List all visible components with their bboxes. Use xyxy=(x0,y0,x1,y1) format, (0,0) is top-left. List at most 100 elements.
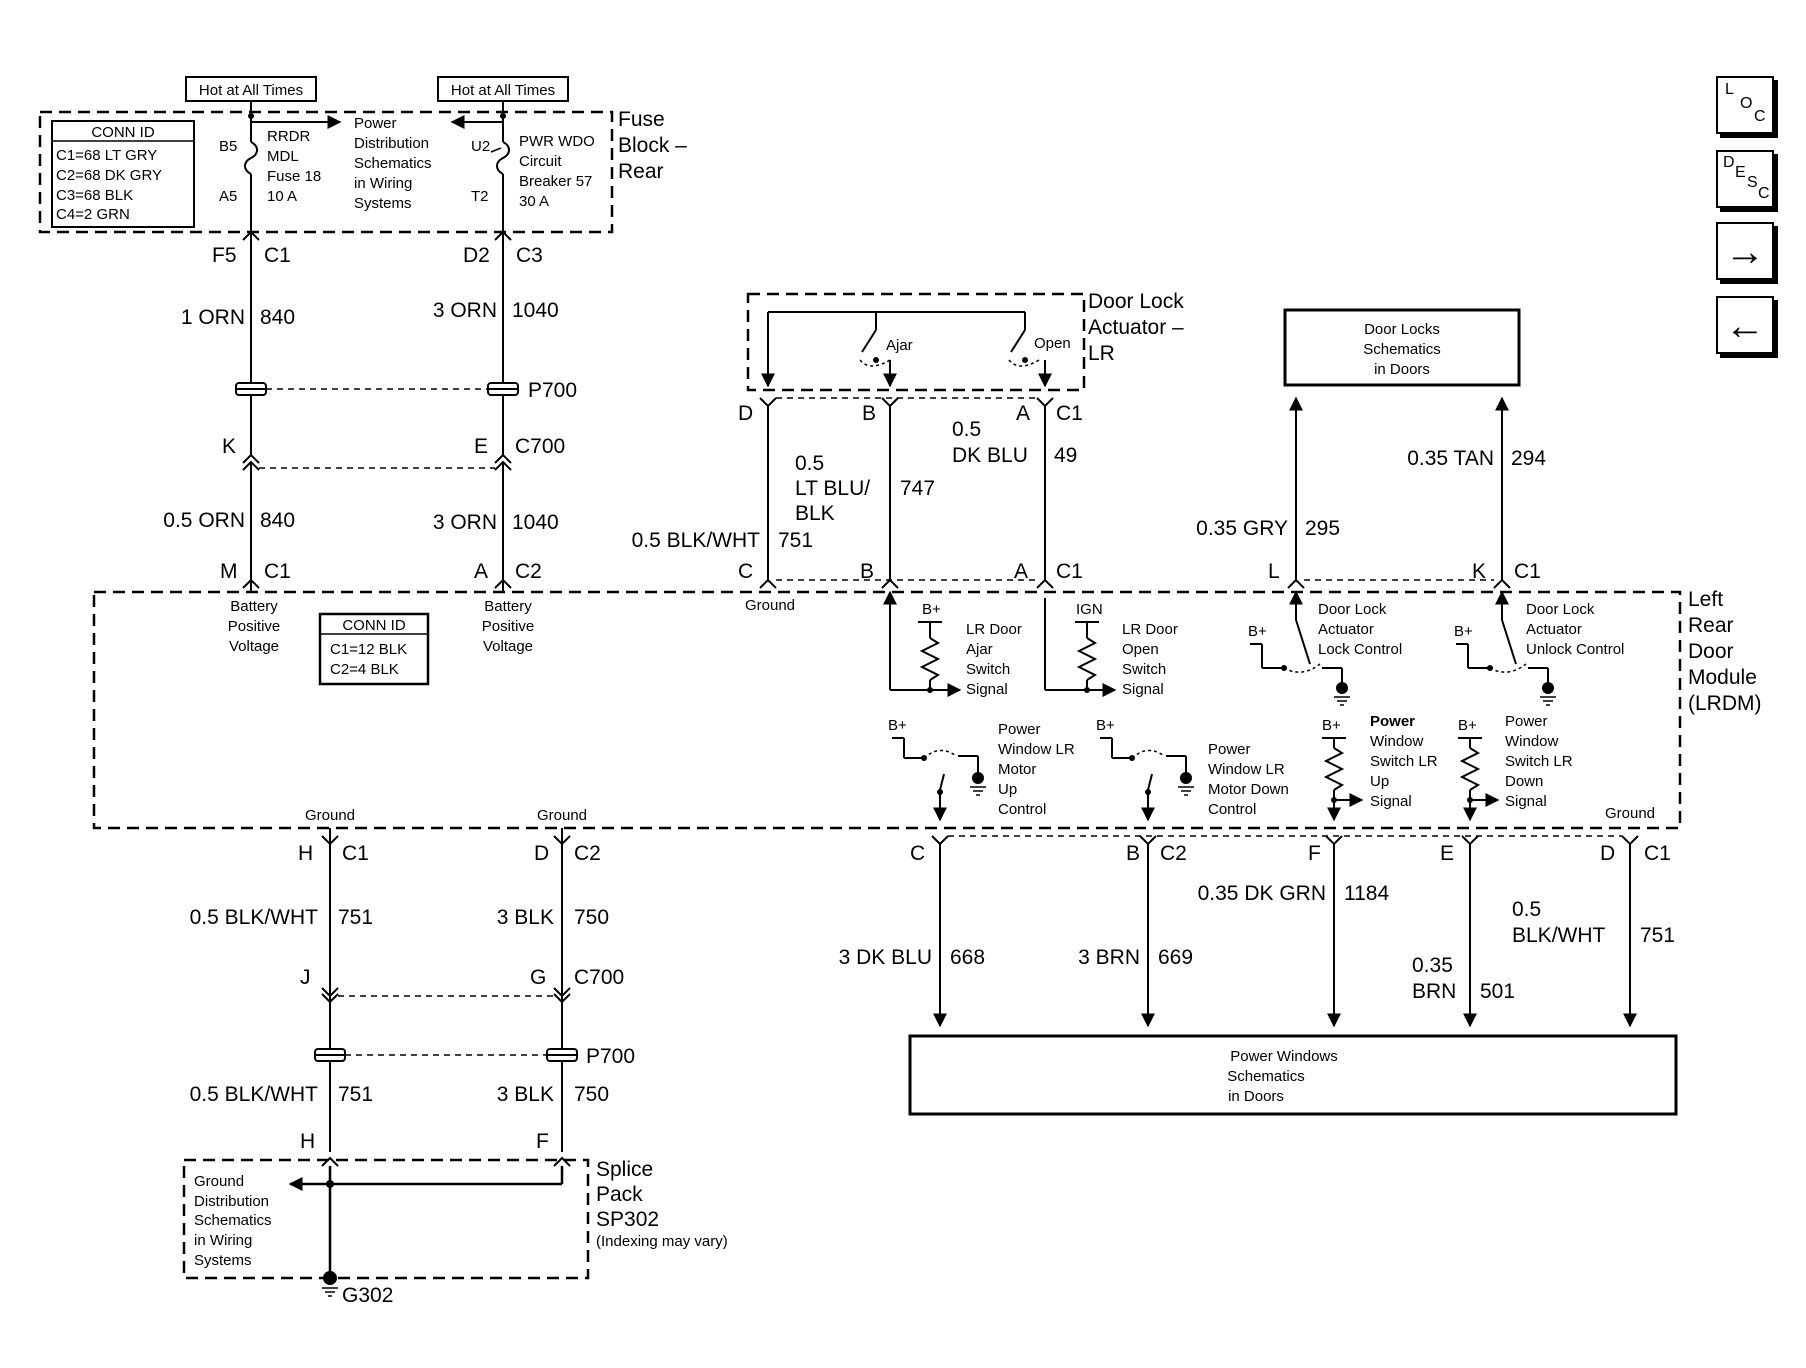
breaker-u2-label: U2 xyxy=(471,138,490,155)
actuator-title-2: Actuator – xyxy=(1088,316,1184,339)
pin-f5: F5 xyxy=(212,244,237,267)
loc-letter-o: O xyxy=(1740,95,1753,112)
ajar-signal-3: Switch xyxy=(966,661,1010,678)
fuse-block-title-1: Fuse xyxy=(618,108,665,131)
bottom-pin-c: C xyxy=(910,842,925,865)
module-pin-c: C xyxy=(738,560,753,583)
module-title-5: (LRDM) xyxy=(1688,692,1762,715)
conn-p700-top: P700 xyxy=(528,379,577,402)
wire-747-color-3: BLK xyxy=(795,502,835,525)
door-locks-box-2: Schematics xyxy=(1363,341,1441,358)
hot-at-all-times-2: Hot at All Times xyxy=(451,82,555,99)
pin-k: K xyxy=(222,435,236,458)
splice-title-1: Splice xyxy=(596,1158,653,1181)
module-title-3: Door xyxy=(1688,640,1734,663)
switch-up-resistor xyxy=(1323,747,1345,791)
fuse-conn-id-1: C1=68 LT GRY xyxy=(56,147,157,164)
breaker-t2-label: T2 xyxy=(471,188,489,205)
hot-at-all-times-1: Hot at All Times xyxy=(199,82,303,99)
power-windows-box-1: Power Windows xyxy=(1230,1048,1338,1065)
bottom-pin-d-right: D xyxy=(1600,842,1615,865)
wire-295-color: 0.35 GRY xyxy=(1196,517,1288,540)
conn-c1-top: C1 xyxy=(264,244,291,267)
wire-295-circuit: 295 xyxy=(1305,517,1340,540)
open-signal-4: Signal xyxy=(1122,681,1164,698)
ground-dist-4: in Wiring xyxy=(194,1232,252,1249)
lrdm-module: Left Rear Door Module (LRDM) Battery Pos… xyxy=(92,588,1762,830)
wire-49-color-2: DK BLU xyxy=(952,444,1028,467)
wire-501-color-2: BRN xyxy=(1412,980,1456,1003)
bottom-conn-c1-right: C1 xyxy=(1644,842,1671,865)
bottom-pin-e: E xyxy=(1440,842,1454,865)
wire-668-color: 3 DK BLU xyxy=(839,946,932,969)
splice-note: (Indexing may vary) xyxy=(596,1233,728,1250)
switch-up-2: Window xyxy=(1370,733,1424,750)
ground-dist-3: Schematics xyxy=(194,1212,272,1229)
wire-840-color: 1 ORN xyxy=(181,306,245,329)
fuse-block: Hot at All Times Hot at All Times CONN I… xyxy=(38,76,687,234)
door-lock-actuator: Door Lock Actuator – LR Ajar Open D B A … xyxy=(632,290,1184,589)
bottom-right-wires: C B C2 F E D C1 3 DK BLU 668 3 BRN 669 0… xyxy=(839,835,1678,1116)
arrow-left-icon: ← xyxy=(1725,304,1765,348)
open-ign: IGN xyxy=(1076,601,1103,618)
splice-pin-f: F xyxy=(536,1130,549,1153)
unlock-bplus: B+ xyxy=(1454,623,1473,640)
door-locks-box-1: Door Locks xyxy=(1364,321,1440,338)
power-windows-box xyxy=(908,1034,1678,1116)
fuse-conn-id-2: C2=68 DK GRY xyxy=(56,167,162,184)
open-label: Open xyxy=(1034,335,1071,352)
wire-1184-color: 0.35 DK GRN xyxy=(1198,882,1326,905)
fuse-conn-id-4: C4=2 GRN xyxy=(56,206,130,223)
batt1-2: Positive xyxy=(228,618,281,635)
bottom-pin-h: H xyxy=(298,842,313,865)
wire-294-color: 0.35 TAN xyxy=(1407,447,1494,470)
wire-751b-color: 0.5 BLK/WHT xyxy=(190,1083,319,1106)
left-upper-wires: F5 C1 D2 C3 1 ORN 840 3 ORN 1040 P700 K … xyxy=(163,230,577,592)
wire-751a-circuit: 751 xyxy=(338,906,373,929)
fuse-conn-id-box xyxy=(51,120,195,228)
wire-751-circuit-top: 751 xyxy=(778,529,813,552)
g302-label: G302 xyxy=(342,1284,393,1307)
open-signal-3: Switch xyxy=(1122,661,1166,678)
next-button[interactable]: → xyxy=(1716,222,1774,280)
bottom-conn-c700: C700 xyxy=(574,966,624,989)
ground-label-1: Ground xyxy=(305,807,355,824)
motor-down-3: Motor Down xyxy=(1208,781,1289,798)
wire-840b-color: 0.5 ORN xyxy=(163,509,245,532)
lock-control-3: Lock Control xyxy=(1318,641,1402,658)
breaker-label-4: 30 A xyxy=(519,193,549,210)
breaker-label-3: Breaker 57 xyxy=(519,173,592,190)
batt1-1: Battery xyxy=(230,598,278,615)
wire-1040b-color: 3 ORN xyxy=(433,511,497,534)
door-locks-group: Door Locks Schematics in Doors 0.35 GRY … xyxy=(1196,308,1546,589)
open-signal-2: Open xyxy=(1122,641,1159,658)
conn-m-c1: C1 xyxy=(264,560,291,583)
motor-up-3: Motor xyxy=(998,761,1036,778)
power-windows-box-2: Schematics xyxy=(1227,1068,1305,1085)
desc-button[interactable]: D E S C xyxy=(1716,150,1774,208)
module-pin-l: L xyxy=(1268,560,1280,583)
loc-button[interactable]: L O C xyxy=(1716,76,1774,134)
wire-668-circuit: 668 xyxy=(950,946,985,969)
wire-750b-circuit: 750 xyxy=(574,1083,609,1106)
wire-750a-color: 3 BLK xyxy=(497,906,554,929)
pin-e: E xyxy=(474,435,488,458)
motor-up-4: Up xyxy=(998,781,1017,798)
module-title-1: Left xyxy=(1688,588,1723,611)
breaker-label-1: PWR WDO xyxy=(519,133,595,150)
wire-751-color-right-2: BLK/WHT xyxy=(1512,924,1606,947)
door-locks-box xyxy=(1283,308,1521,387)
power-distribution-2: Distribution xyxy=(354,135,429,152)
unlock-control-1: Door Lock xyxy=(1526,601,1595,618)
switch-down-1: Power xyxy=(1505,713,1548,730)
splice-pin-h: H xyxy=(300,1130,315,1153)
prev-button[interactable]: ← xyxy=(1716,296,1774,354)
conn-c700-top: C700 xyxy=(515,435,565,458)
splice-pack-box xyxy=(182,1158,590,1280)
wire-294-circuit: 294 xyxy=(1511,447,1546,470)
motor-down-switch-blade xyxy=(1147,773,1153,791)
arrow-right-icon: → xyxy=(1725,230,1765,274)
fuse-b5-label: B5 xyxy=(219,138,237,155)
breaker-label-2: Circuit xyxy=(519,153,562,170)
switch-down-2: Window xyxy=(1505,733,1559,750)
